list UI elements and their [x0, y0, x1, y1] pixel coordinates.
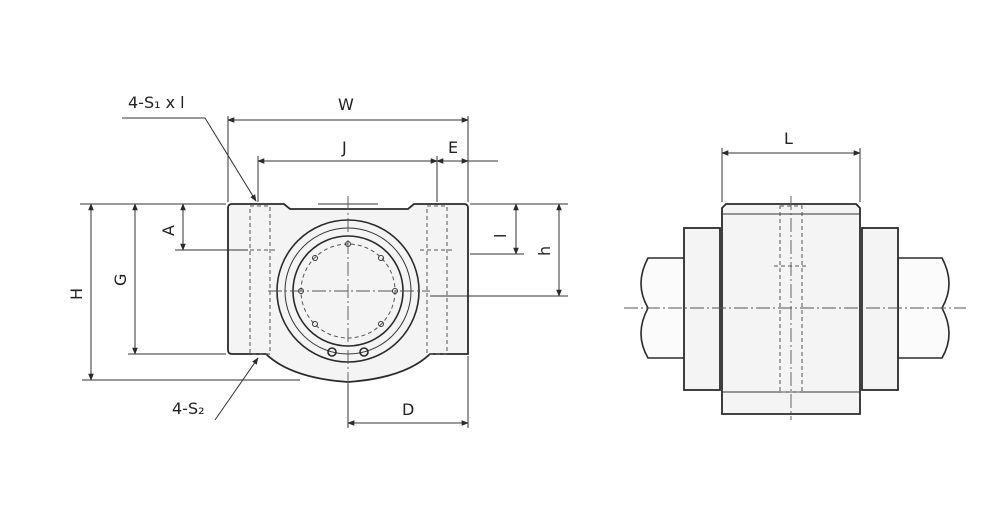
label-w: W: [338, 95, 354, 114]
right-bolt-hole: [426, 205, 448, 355]
side-dimensions: [721, 148, 861, 202]
label-h-big: H: [67, 288, 86, 300]
sleeve-left: [683, 227, 721, 391]
leader-s1: [122, 117, 257, 202]
left-bolt-hole: [249, 205, 271, 355]
side-view: [624, 196, 966, 420]
label-h-small: h: [535, 246, 554, 256]
leader-s2: [214, 357, 259, 421]
dimension-labels: 4-S₁ x l W J E A l h H G 4-S₂ D L: [67, 93, 793, 419]
front-dimensions: [80, 116, 568, 428]
label-e: E: [448, 138, 458, 157]
clip-left: [327, 347, 337, 357]
label-s2: 4-S₂: [172, 399, 205, 418]
front-view: [227, 196, 469, 420]
clip-right: [359, 347, 369, 357]
sleeve-right: [861, 227, 899, 391]
label-a: A: [159, 225, 178, 236]
label-j: J: [341, 138, 347, 157]
label-s1: 4-S₁ x l: [128, 93, 185, 112]
label-g: G: [111, 274, 130, 286]
label-d: D: [402, 400, 414, 419]
label-l-big: L: [784, 129, 793, 148]
label-l-small: l: [491, 234, 510, 238]
